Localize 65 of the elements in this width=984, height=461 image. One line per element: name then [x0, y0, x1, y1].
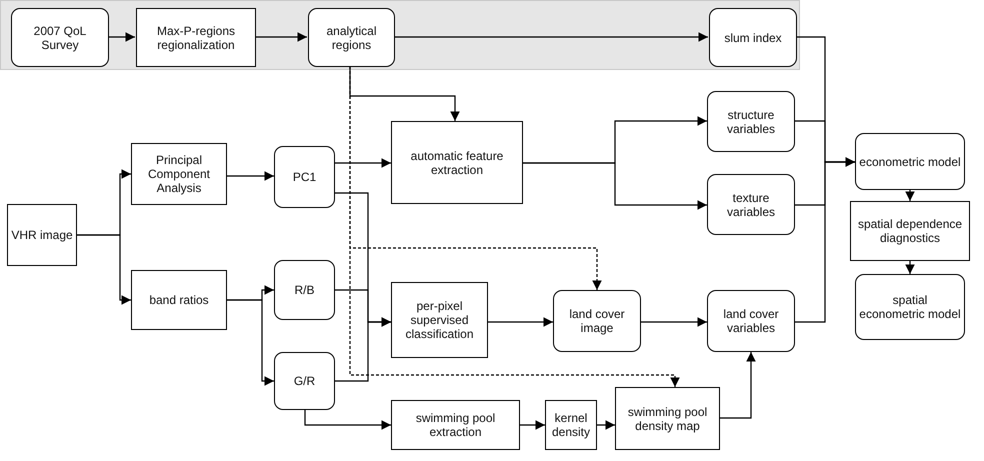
- node-label: Principal Component Analysis: [146, 153, 212, 195]
- node-label: Max-P-regions regionalization: [156, 24, 236, 52]
- data-box: [709, 8, 797, 67]
- node-label: 2007 QoL Survey: [32, 24, 88, 52]
- process-box: [850, 201, 970, 261]
- node-label: PC1: [292, 170, 318, 184]
- node-label: kernel density: [550, 411, 592, 439]
- node-label: texture variables: [726, 190, 776, 218]
- process-box: [391, 121, 523, 204]
- data-box: [274, 146, 335, 208]
- node-label: slum index: [723, 30, 783, 44]
- arrow: [255, 32, 307, 42]
- arrow: [77, 234, 131, 305]
- process-box: [136, 8, 256, 67]
- arrow: [335, 317, 391, 382]
- node-label: analytical regions: [325, 24, 378, 52]
- data-box: [274, 352, 335, 410]
- arrow: [523, 162, 707, 210]
- node-label: automatic feature extraction: [410, 148, 504, 176]
- node-label: G/R: [292, 374, 316, 388]
- process-box: [131, 143, 227, 205]
- data-box: [11, 8, 109, 67]
- arrow: [335, 158, 391, 168]
- arrow: [304, 410, 391, 430]
- node-label: per-pixel supervised classification: [404, 299, 475, 341]
- data-box: [855, 274, 965, 340]
- arrow: [394, 32, 708, 42]
- process-box: [545, 400, 597, 450]
- process-box: [7, 204, 77, 266]
- node-label: swimming pool density map: [626, 404, 708, 432]
- arrow: [488, 317, 553, 327]
- dashed-arrow: [349, 66, 680, 387]
- arrow: [720, 352, 756, 419]
- data-box: [308, 8, 395, 67]
- node-label: band ratios: [148, 293, 210, 307]
- node-label: spatial econometric model: [858, 293, 962, 321]
- arrow: [227, 171, 274, 181]
- process-box: [131, 270, 227, 330]
- arrow: [227, 299, 274, 386]
- node-label: R/B: [293, 283, 316, 297]
- data-box: [707, 174, 795, 235]
- arrow: [905, 190, 915, 201]
- arrow: [597, 420, 615, 430]
- node-label: econometric model: [858, 154, 962, 168]
- node-label: land cover variables: [722, 307, 780, 335]
- process-box: [391, 400, 520, 450]
- node-label: spatial dependence diagnostics: [856, 217, 964, 245]
- node-label: land cover image: [568, 307, 626, 335]
- process-box: [391, 282, 488, 358]
- data-box: [707, 91, 795, 152]
- node-label: swimming pool extraction: [414, 411, 496, 439]
- data-box: [274, 260, 335, 320]
- node-label: structure variables: [726, 108, 776, 136]
- arrow: [641, 317, 707, 327]
- process-box: [615, 387, 720, 450]
- arrow: [349, 66, 460, 121]
- data-box: [553, 290, 641, 352]
- data-box: [855, 133, 965, 190]
- arrow: [520, 420, 545, 430]
- node-label: VHR image: [10, 228, 74, 242]
- arrow: [108, 32, 135, 42]
- arrow: [795, 157, 855, 323]
- arrow: [905, 261, 915, 274]
- group-band: [0, 0, 800, 70]
- data-box: [707, 290, 795, 352]
